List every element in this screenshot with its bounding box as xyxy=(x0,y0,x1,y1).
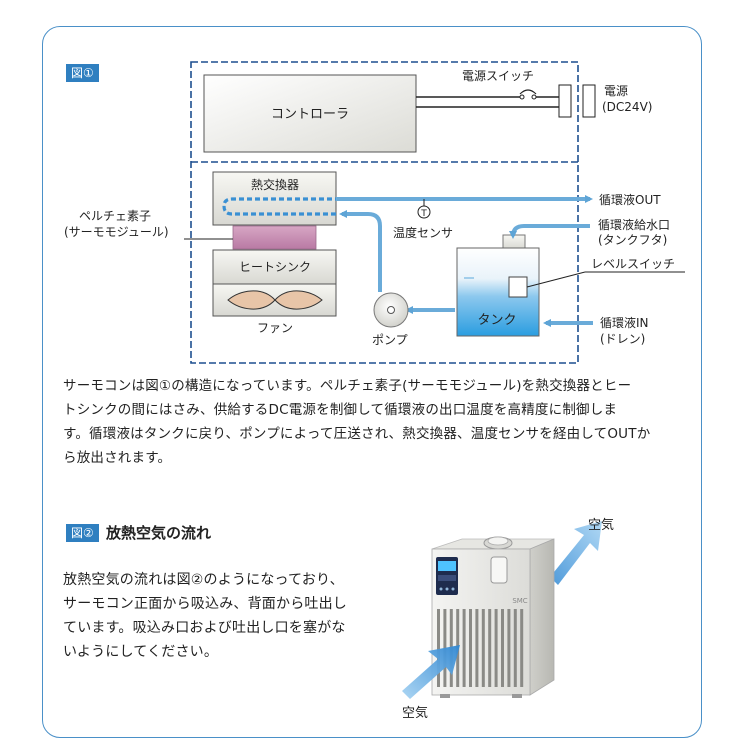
circulation-in-label-2: (ドレン) xyxy=(600,332,645,346)
vent-slat xyxy=(475,609,479,687)
figure2-description: 放熱空気の流れは図②のようになっており、 サーモコン正面から吸込み、背面から吐出… xyxy=(63,568,383,664)
vent-slat xyxy=(494,609,498,687)
unit-boundary xyxy=(190,61,579,364)
figure2-tag: 図② xyxy=(66,524,99,542)
figure1-description-line: トシンクの間にはさみ、供給するDC電源を制御して循環液の出口温度を高精度に制御し… xyxy=(63,402,618,418)
vent-slat xyxy=(462,609,466,687)
figure2-unit-illustration: 空気 SMC 空気 xyxy=(402,517,614,721)
figure1-description-line: サーモコンは図①の構造になっています。ペルチェ素子(サーモモジュール)を熱交換器… xyxy=(63,378,632,394)
figure2-description-line: いようにしてください。 xyxy=(63,644,219,660)
fill-port-pipe xyxy=(509,224,590,239)
power-connector-2 xyxy=(582,84,596,118)
vent-slat xyxy=(437,609,440,687)
heat-exchanger-label: 熱交換器 xyxy=(251,177,299,192)
power-connector-1 xyxy=(558,84,572,118)
temp-sensor-icon xyxy=(417,205,431,219)
fill-port-label-1: 循環液給水口 xyxy=(598,217,670,232)
figure1-diagram: コントローラ 電源スイッチ 電源 (DC24V) 熱交換器 ペルチェ素子 (サー… xyxy=(64,61,685,364)
vent-slat xyxy=(469,609,472,687)
fan-blades-icon xyxy=(227,290,323,310)
heat-exchanger-flow xyxy=(222,197,336,216)
vent-slat xyxy=(501,609,504,687)
figure2-description-line: サーモコン正面から吸込み、背面から吐出し xyxy=(63,596,347,612)
peltier-label-2: (サーモモジュール) xyxy=(64,225,169,239)
power-switch-symbol xyxy=(519,89,537,100)
fan-label: ファン xyxy=(257,321,293,335)
vent-slat xyxy=(488,609,492,687)
air-inlet-arrow xyxy=(402,645,460,699)
heat-sink-box xyxy=(212,249,337,285)
power-label: 電源 xyxy=(604,84,628,98)
pump-to-exchanger-pipe xyxy=(339,210,382,292)
figure2-description-line: ています。吸込み口および吐出し口を塞がな xyxy=(63,620,346,636)
fill-window xyxy=(490,556,508,584)
air-in-label: 空気 xyxy=(402,705,428,721)
air-outlet-arrow xyxy=(550,521,602,585)
power-spec-label: (DC24V) xyxy=(602,100,652,114)
level-switch-leader xyxy=(526,271,586,288)
power-switch-label: 電源スイッチ xyxy=(462,69,534,83)
vent-slat xyxy=(481,609,485,687)
peltier-label-1: ペルチェ素子 xyxy=(79,209,151,223)
level-switch-label: レベルスイッチ xyxy=(591,257,675,271)
controller-box: コントローラ xyxy=(203,74,417,153)
figure2-title: 放熱空気の流れ xyxy=(106,524,212,542)
tank-label: タンク xyxy=(477,313,516,328)
svg-text:T: T xyxy=(420,209,427,219)
figure1-description-line: ら放出されます。 xyxy=(63,450,172,466)
vent-slat xyxy=(513,609,517,687)
brand-logo: SMC xyxy=(512,597,527,605)
peltier-element xyxy=(232,225,317,250)
pump xyxy=(373,292,409,328)
figure1-tag: 図① xyxy=(66,64,99,82)
figure1-description: サーモコンは図①の構造になっています。ペルチェ素子(サーモモジュール)を熱交換器… xyxy=(63,374,693,470)
level-switch-icon xyxy=(508,276,528,298)
air-out-label: 空気 xyxy=(588,517,614,533)
heat-sink-label: ヒートシンク xyxy=(239,260,311,274)
circulation-in-label-1: 循環液IN xyxy=(600,315,649,330)
fill-port-label-2: (タンクフタ) xyxy=(598,233,667,247)
vent-slat xyxy=(520,609,524,687)
temp-sensor-label: 温度センサ xyxy=(393,225,453,240)
content-frame xyxy=(42,26,702,738)
pump-label: ポンプ xyxy=(372,333,408,347)
figure1-description-line: す。循環液はタンクに戻り、ポンプによって圧送され、熱交換器、温度センサを経由して… xyxy=(63,426,651,442)
figure2-description-line: 放熱空気の流れは図②のようになっており、 xyxy=(63,572,344,588)
circulation-out-label: 循環液OUT xyxy=(599,192,661,207)
vent-slat xyxy=(507,609,511,687)
controller-label: コントローラ xyxy=(271,107,349,122)
